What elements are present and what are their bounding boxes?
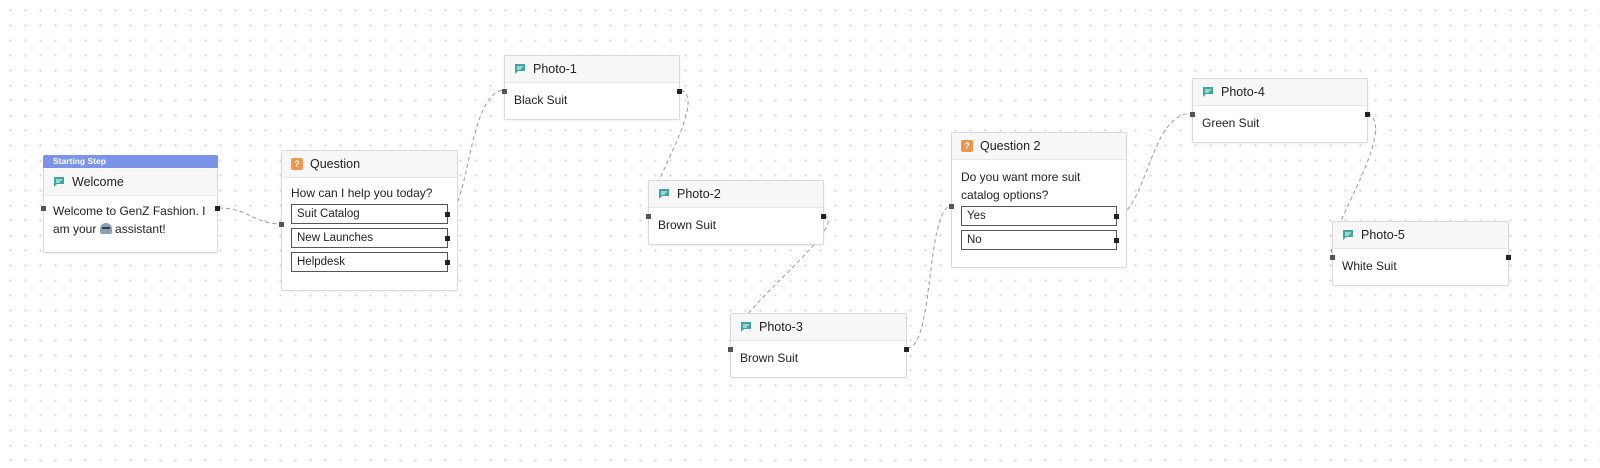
output-port[interactable]: [445, 260, 450, 265]
photo2-body: Brown Suit: [658, 218, 717, 232]
welcome-text-suffix: assistant!: [115, 222, 166, 236]
output-port[interactable]: [904, 347, 909, 352]
chat-bubble-icon: [1202, 86, 1214, 98]
output-port[interactable]: [1114, 238, 1119, 243]
option-label: No: [967, 234, 982, 246]
robot-icon: [99, 223, 112, 234]
welcome-text-prefix: Welcome to GenZ Fashion. I am your: [53, 204, 206, 236]
photo2-header: Photo-2: [649, 181, 823, 208]
photo2-node[interactable]: Photo-2 Brown Suit: [646, 180, 826, 245]
chat-bubble-icon: [1342, 229, 1354, 241]
input-port[interactable]: [41, 206, 46, 211]
question2-header: ? Question 2: [952, 133, 1126, 160]
question-node[interactable]: ? Question How can I help you today? Sui…: [279, 150, 458, 291]
starting-step-badge: Starting Step: [43, 155, 218, 168]
question-prompt: How can I help you today?: [291, 186, 433, 200]
welcome-node[interactable]: Starting Step Welcome Welcome to GenZ Fa…: [41, 155, 220, 253]
input-port[interactable]: [646, 214, 651, 219]
connector-yes-photo4: [1116, 112, 1194, 220]
photo3-node[interactable]: Photo-3 Brown Suit: [728, 313, 909, 378]
input-port[interactable]: [279, 222, 284, 227]
chat-bubble-icon: [53, 176, 65, 188]
question-body: How can I help you today? Suit Catalog N…: [282, 178, 457, 282]
photo3-title: Photo-3: [759, 320, 803, 334]
question2-body: Do you want more suit catalog options? Y…: [952, 160, 1126, 260]
question-mark-icon: ?: [961, 140, 973, 152]
photo1-title: Photo-1: [533, 62, 577, 76]
input-port[interactable]: [949, 204, 954, 209]
output-port[interactable]: [821, 214, 826, 219]
output-port[interactable]: [1114, 214, 1119, 219]
input-port[interactable]: [1190, 112, 1195, 117]
chat-bubble-icon: [514, 63, 526, 75]
chat-bubble-icon: [740, 321, 752, 333]
welcome-title: Welcome: [72, 175, 124, 189]
connector-welcome-question: [218, 207, 284, 225]
welcome-header: Welcome: [44, 169, 217, 196]
photo1-node[interactable]: Photo-1 Black Suit: [502, 55, 682, 120]
output-port[interactable]: [1365, 112, 1370, 117]
option-label: Yes: [967, 210, 986, 222]
photo1-body: Black Suit: [514, 93, 568, 107]
question2-title: Question 2: [980, 139, 1041, 153]
option-suit-catalog[interactable]: Suit Catalog: [291, 204, 450, 224]
photo4-title: Photo-4: [1221, 85, 1265, 99]
option-label: New Launches: [297, 232, 374, 244]
output-port[interactable]: [215, 206, 220, 211]
question2-node[interactable]: ? Question 2 Do you want more suit catal…: [949, 132, 1127, 268]
output-port[interactable]: [445, 236, 450, 241]
option-helpdesk[interactable]: Helpdesk: [291, 252, 450, 272]
photo4-header: Photo-4: [1193, 79, 1367, 106]
option-label: Suit Catalog: [297, 208, 360, 220]
question2-prompt: Do you want more suit catalog options?: [961, 170, 1081, 202]
question-title: Question: [310, 157, 361, 171]
output-port[interactable]: [677, 89, 682, 94]
photo4-node[interactable]: Photo-4 Green Suit: [1190, 78, 1370, 143]
photo5-header: Photo-5: [1333, 222, 1508, 249]
input-port[interactable]: [502, 89, 507, 94]
input-port[interactable]: [728, 347, 733, 352]
input-port[interactable]: [1330, 255, 1335, 260]
option-no[interactable]: No: [961, 230, 1119, 250]
question-header: ? Question: [282, 151, 457, 178]
photo2-title: Photo-2: [677, 187, 721, 201]
connector-photo3-question2: [906, 204, 954, 349]
photo5-body: White Suit: [1342, 259, 1397, 273]
photo5-title: Photo-5: [1361, 228, 1405, 242]
chat-bubble-icon: [658, 188, 670, 200]
option-new-launches[interactable]: New Launches: [291, 228, 450, 248]
photo3-header: Photo-3: [731, 314, 906, 341]
photo5-node[interactable]: Photo-5 White Suit: [1330, 221, 1511, 286]
welcome-body: Welcome to GenZ Fashion. I am your assis…: [44, 196, 217, 244]
question-mark-icon: ?: [291, 158, 303, 170]
photo3-body: Brown Suit: [740, 351, 799, 365]
option-label: Helpdesk: [297, 256, 345, 268]
output-port[interactable]: [1506, 255, 1511, 260]
output-port[interactable]: [445, 212, 450, 217]
option-yes[interactable]: Yes: [961, 206, 1119, 226]
photo4-body: Green Suit: [1202, 116, 1260, 130]
photo1-header: Photo-1: [505, 56, 679, 83]
